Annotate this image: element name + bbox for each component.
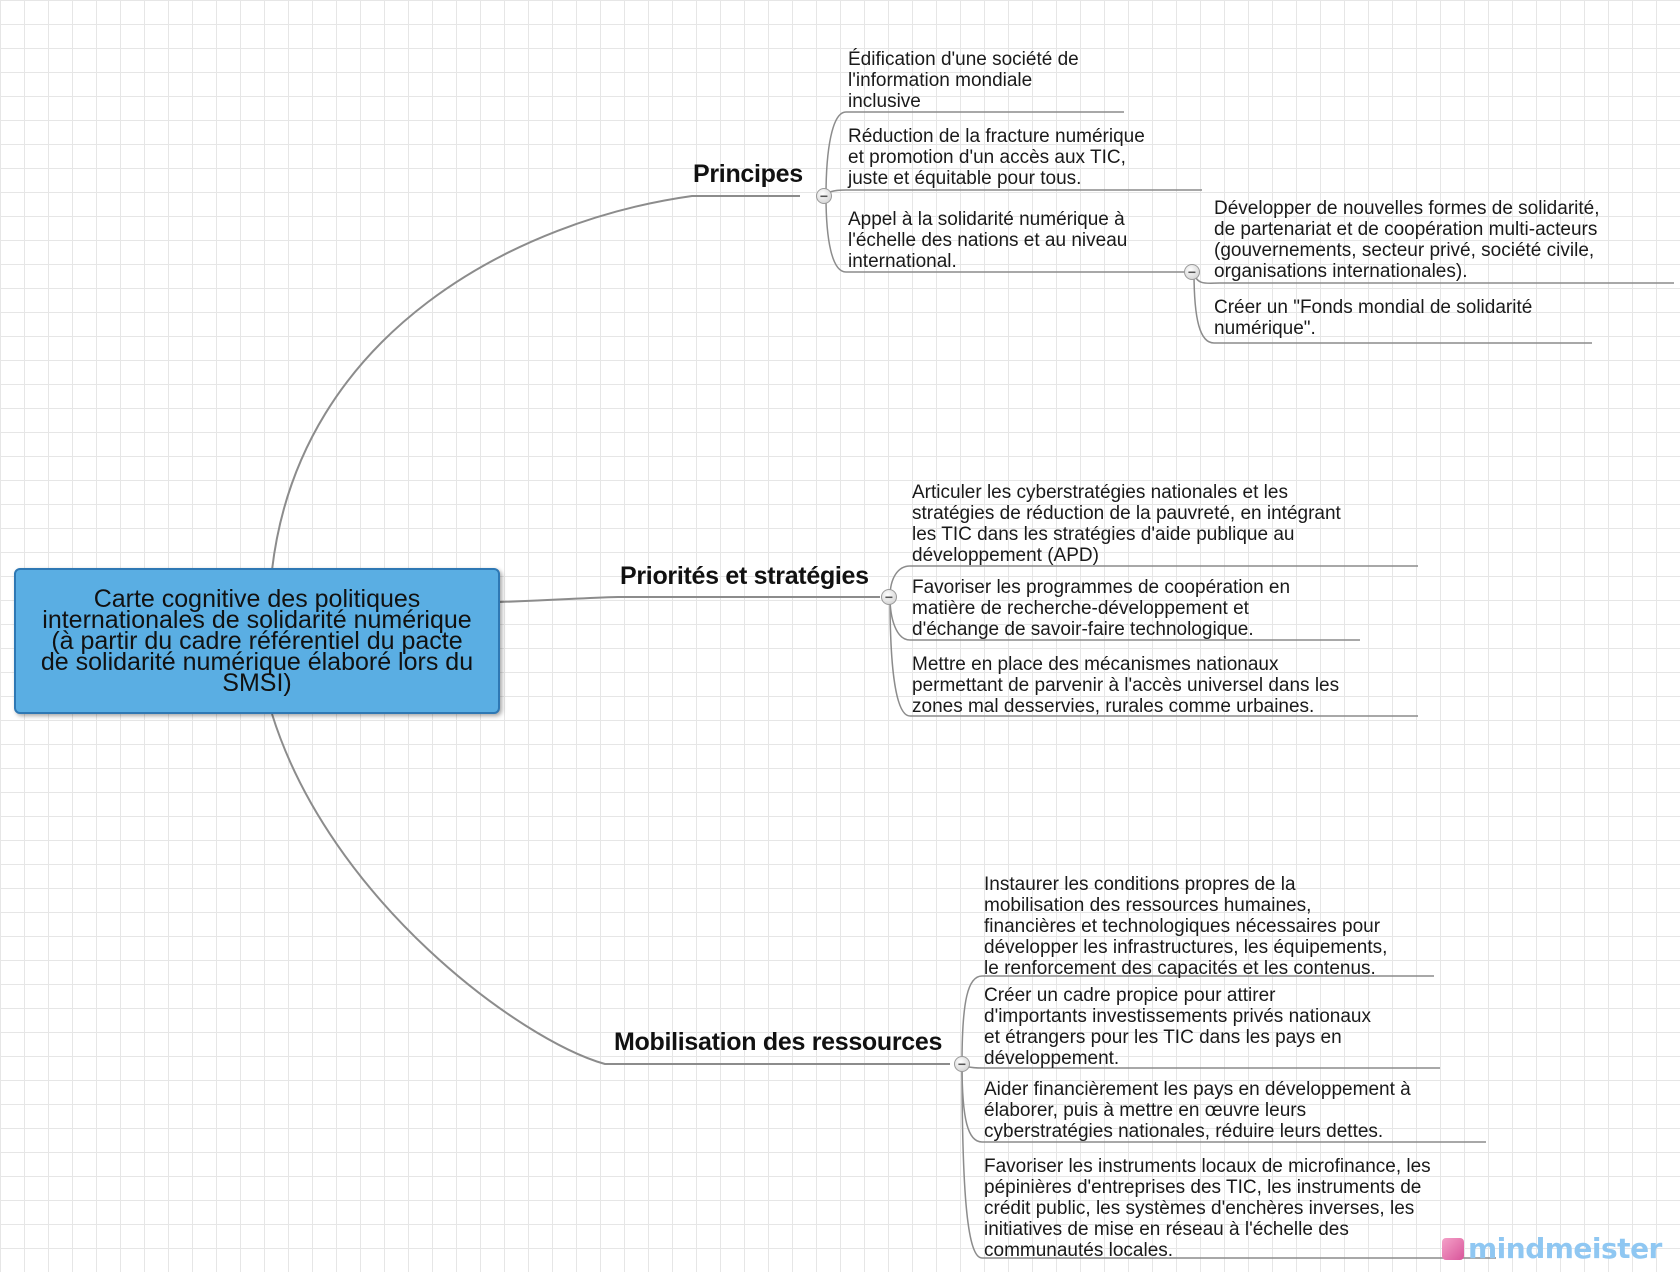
mobilisation-leaf-4[interactable]: Favoriser les instruments locaux de micr… [984, 1156, 1431, 1261]
appel-subleaf-2[interactable]: Créer un "Fonds mondial de solidarité nu… [1214, 297, 1533, 339]
minus-icon: − [957, 1056, 967, 1072]
collapse-toggle-priorites[interactable]: − [881, 589, 897, 605]
minus-icon: − [819, 188, 829, 204]
collapse-toggle-appel[interactable]: − [1184, 264, 1200, 280]
minus-icon: − [1187, 264, 1197, 280]
mobilisation-leaf-3[interactable]: Aider financièrement les pays en dévelop… [984, 1079, 1411, 1142]
principes-leaf-1[interactable]: Édification d'une société de l'informati… [848, 49, 1079, 112]
priorites-leaf-1[interactable]: Articuler les cyberstratégies nationales… [912, 482, 1341, 566]
priorites-leaf-2[interactable]: Favoriser les programmes de coopération … [912, 577, 1291, 640]
branch-priorites-strategies[interactable]: Priorités et stratégies [620, 562, 869, 590]
appel-subleaf-1[interactable]: Développer de nouvelles formes de solida… [1214, 198, 1600, 282]
connector-principes-leaf2 [825, 189, 1202, 197]
branch-mobilisation-ressources[interactable]: Mobilisation des ressources [614, 1028, 943, 1056]
mindmeister-logo-text: mindmeister [1468, 1232, 1662, 1265]
minus-icon: − [884, 589, 894, 605]
collapse-toggle-mobilisation[interactable]: − [954, 1056, 970, 1072]
central-topic[interactable]: Carte cognitive des politiques internati… [14, 568, 500, 714]
priorites-leaf-3[interactable]: Mettre en place des mécanismes nationaux… [912, 654, 1340, 717]
mindmeister-logo-icon [1442, 1237, 1464, 1260]
central-topic-label: Carte cognitive des politiques internati… [40, 584, 474, 697]
collapse-toggle-principes[interactable]: − [816, 188, 832, 204]
branch-principes[interactable]: Principes [693, 160, 803, 188]
principes-leaf-2[interactable]: Réduction de la fracture numérique et pr… [848, 126, 1145, 189]
mobilisation-leaf-2[interactable]: Créer un cadre propice pour attirer d'im… [984, 985, 1371, 1069]
principes-leaf-3[interactable]: Appel à la solidarité numérique à l'éche… [848, 209, 1128, 272]
connector-root-priorites [499, 596, 880, 603]
connector-root-principes [271, 195, 800, 571]
mobilisation-leaf-1[interactable]: Instaurer les conditions propres de la m… [984, 874, 1388, 979]
mindmeister-logo: mindmeister [1442, 1232, 1662, 1265]
connector-root-mobilisation [271, 713, 950, 1065]
